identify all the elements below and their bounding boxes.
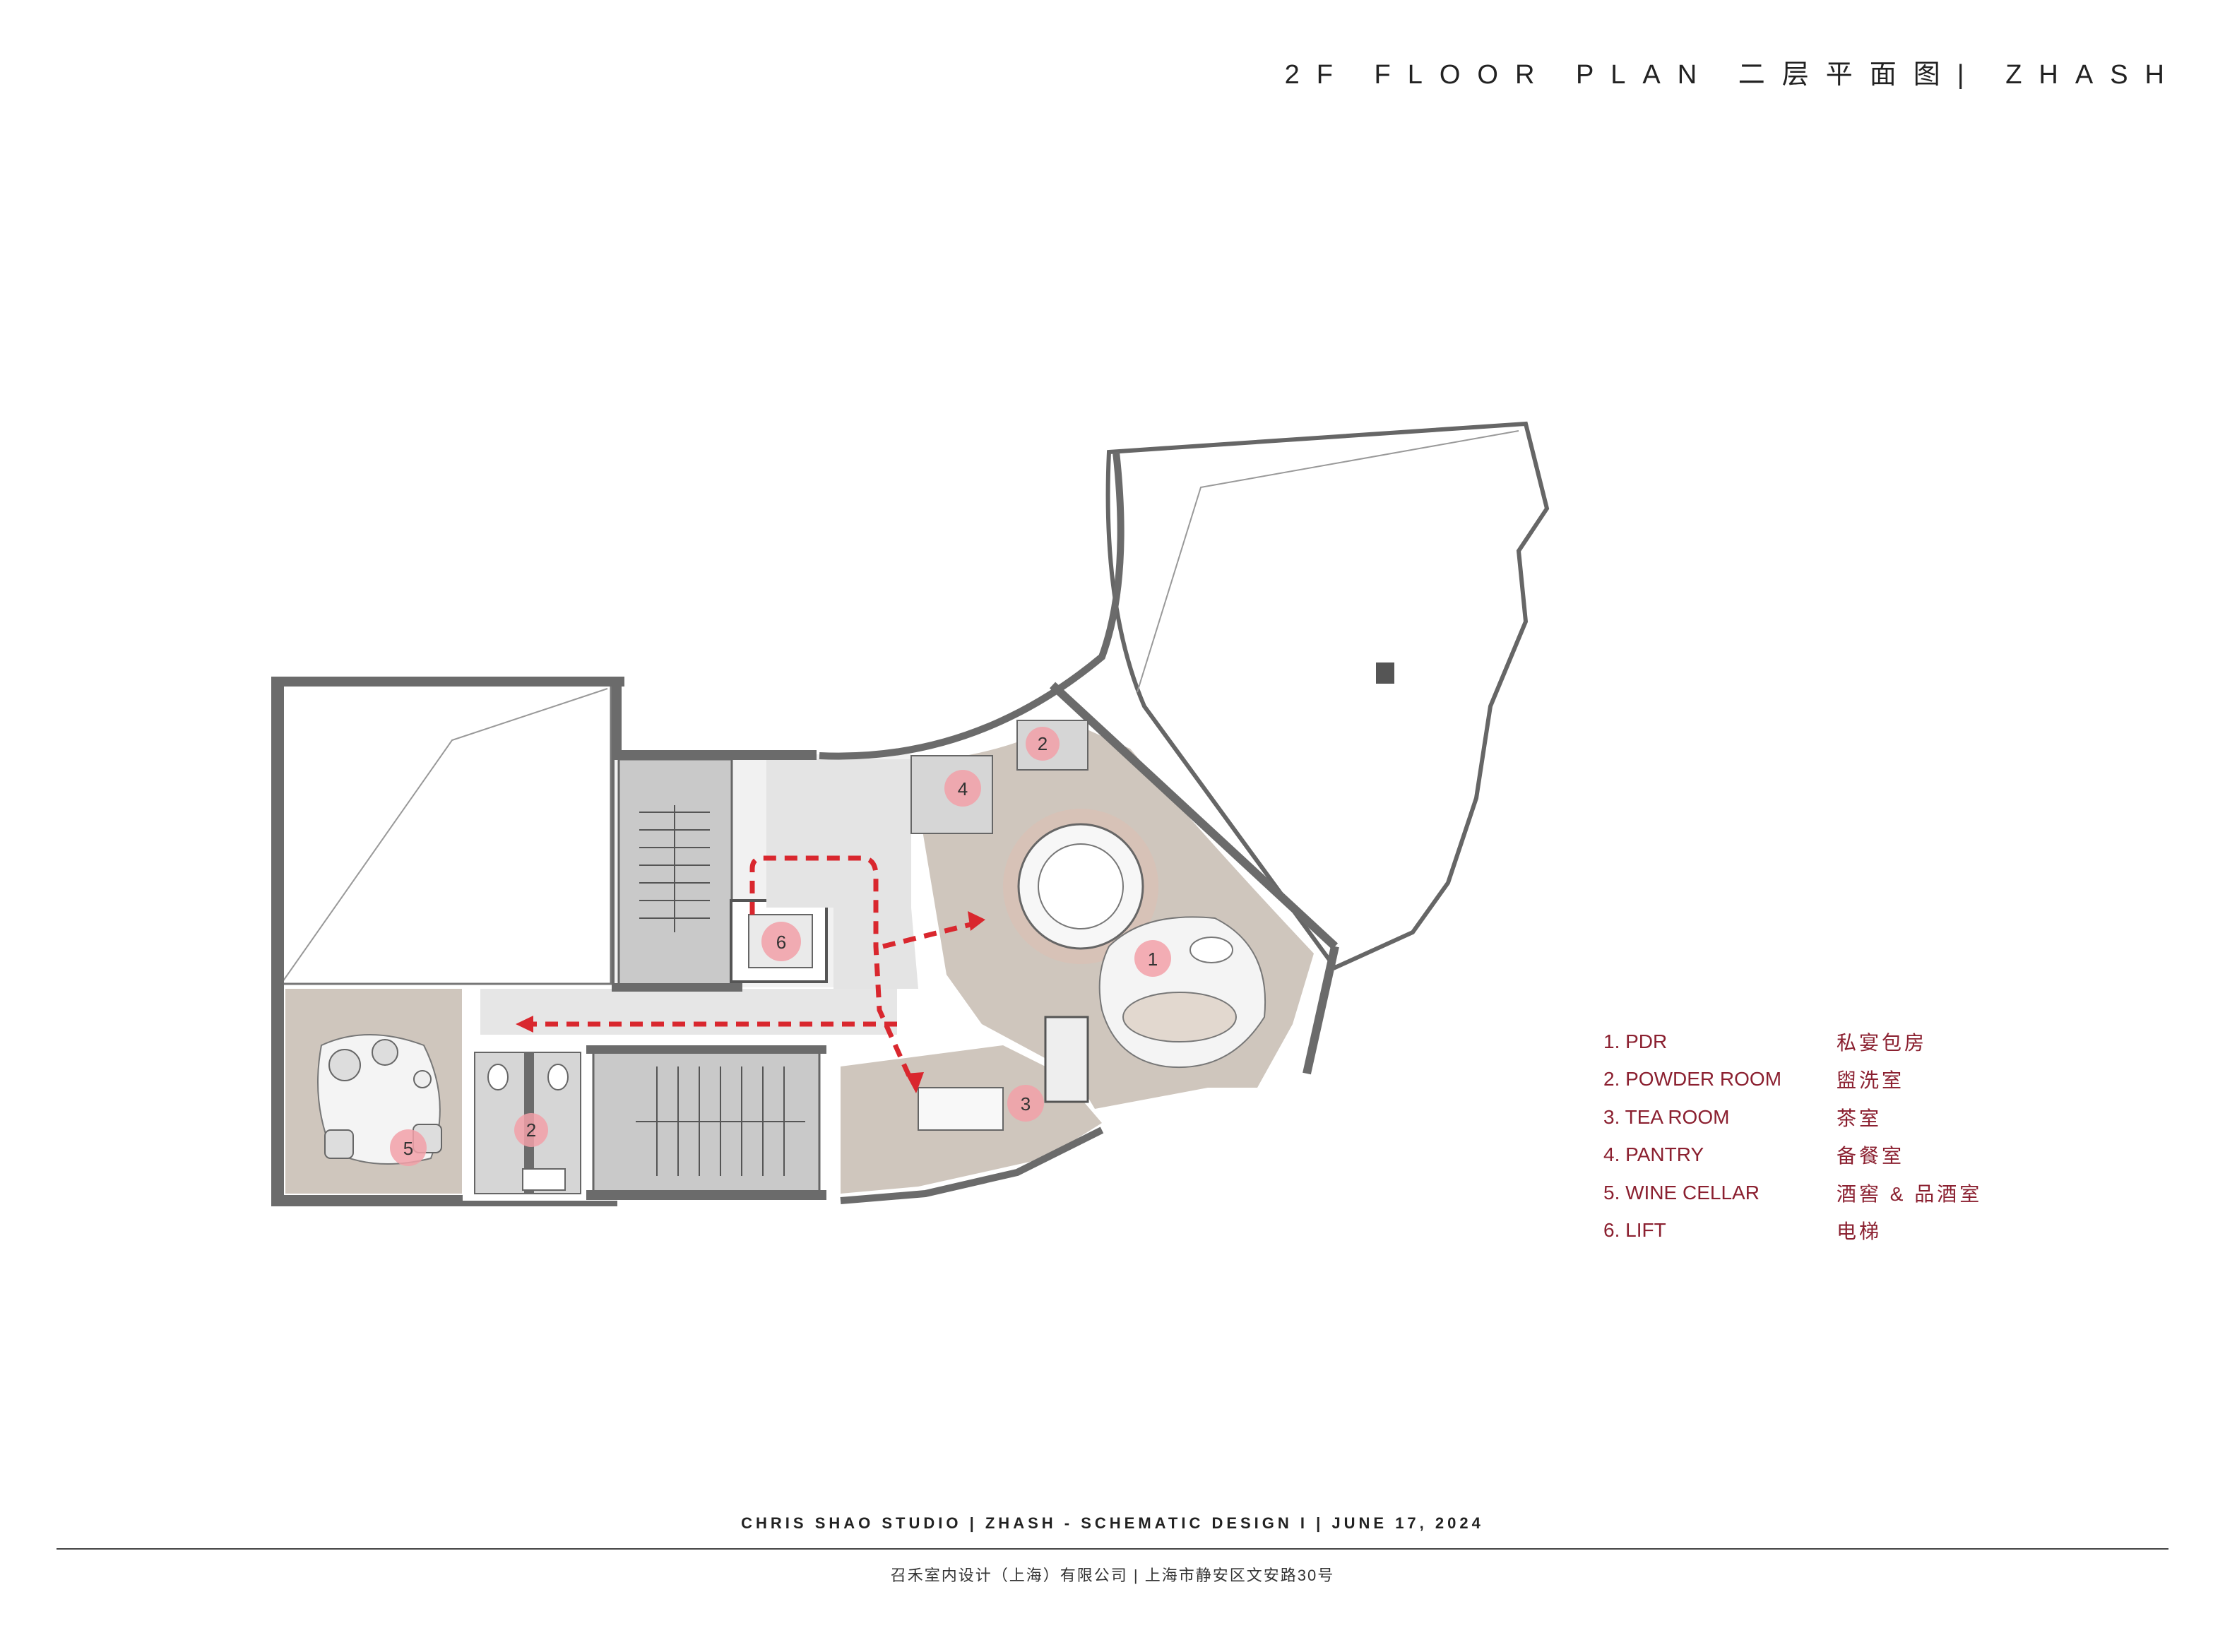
footer-address: 召禾室内设计（上海）有限公司 | 上海市静安区文安路30号 xyxy=(0,1563,2225,1586)
marker-label: 6 xyxy=(776,932,786,953)
side-table xyxy=(413,1070,432,1088)
legend-row: 1. PDR 私宴包房 xyxy=(1603,1023,1982,1061)
legend-en: 6. LIFT xyxy=(1603,1219,1666,1242)
footer-credits-text: CHRIS SHAO STUDIO | ZHASH - SCHEMATIC DE… xyxy=(741,1514,1484,1532)
legend-en: 5. WINE CELLAR xyxy=(1603,1181,1760,1204)
stair-north-treads xyxy=(639,805,710,932)
left-wing xyxy=(271,677,897,1206)
legend-row: 4. PANTRY 备餐室 xyxy=(1603,1136,1982,1175)
arrow-head-tea xyxy=(906,1072,924,1093)
toilet xyxy=(522,1168,566,1191)
tea-table xyxy=(918,1087,1004,1131)
lounge-table xyxy=(1189,937,1233,963)
marker-label: 1 xyxy=(1148,949,1158,970)
legend-en: 2. POWDER ROOM xyxy=(1603,1068,1782,1091)
legend-cn: 茶室 xyxy=(1837,1107,1882,1129)
stair-south-treads xyxy=(636,1066,805,1176)
circulation-route xyxy=(530,855,983,1082)
page-title: 2F FLOOR PLAN 二层平面图| ZHASH xyxy=(1284,60,2181,90)
legend-en: 1. PDR xyxy=(1603,1030,1668,1052)
east-wing xyxy=(819,421,1550,1204)
legend-en: 3. TEA ROOM xyxy=(1603,1105,1730,1128)
marker-2: 2 xyxy=(1026,727,1060,761)
marker-3: 3 xyxy=(1007,1085,1044,1122)
lobby-stone xyxy=(766,759,911,908)
legend: 1. PDR 私宴包房 2. POWDER ROOM 盥洗室 3. TEA RO… xyxy=(1603,1023,1982,1249)
legend-en: 4. PANTRY xyxy=(1603,1143,1704,1166)
wall-core-bottom xyxy=(586,1190,826,1200)
void-diagonal-left xyxy=(282,688,608,982)
marker-label: 2 xyxy=(1038,733,1048,754)
marker-4: 4 xyxy=(944,770,981,807)
void-east xyxy=(1105,421,1550,970)
legend-cn: 备餐室 xyxy=(1837,1145,1905,1167)
wall-curve xyxy=(819,451,1125,760)
legend-cn: 电梯 xyxy=(1837,1220,1882,1243)
route-to-pdr xyxy=(882,919,983,949)
corridor-stone xyxy=(480,989,897,1035)
arrow-head-cellar xyxy=(516,1016,533,1033)
wall-tea-south xyxy=(840,1127,1104,1204)
basin xyxy=(487,1064,509,1091)
armchair xyxy=(372,1039,398,1066)
legend-row: 3. TEA ROOM 茶室 xyxy=(1603,1098,1982,1136)
wall-core-mid xyxy=(612,983,742,992)
arrow-head-pdr xyxy=(968,911,985,931)
footer-credits: CHRIS SHAO STUDIO | ZHASH - SCHEMATIC DE… xyxy=(0,1514,2225,1533)
wall-left-outer xyxy=(271,677,284,1206)
legend-cn: 酒窖 & 品酒室 xyxy=(1837,1182,1983,1205)
wall-core-south xyxy=(586,1045,826,1054)
legend-row: 6. LIFT 电梯 xyxy=(1603,1212,1982,1250)
marker-5: 5 xyxy=(390,1129,427,1166)
basin xyxy=(547,1064,569,1091)
legend-cn: 盥洗室 xyxy=(1837,1069,1905,1092)
armchair xyxy=(324,1129,354,1159)
wall-pdr-east xyxy=(1303,945,1339,1075)
marker-2b: 2 xyxy=(514,1113,548,1147)
marker-6: 6 xyxy=(761,922,801,961)
armchair xyxy=(328,1049,361,1081)
void-left xyxy=(281,682,612,985)
wall-pdr-diagonal xyxy=(1049,682,1339,950)
marker-label: 5 xyxy=(403,1138,413,1159)
legend-row: 5. WINE CELLAR 酒窖 & 品酒室 xyxy=(1603,1174,1982,1212)
marker-label: 3 xyxy=(1021,1093,1031,1115)
route-main xyxy=(749,855,914,1082)
footer-divider xyxy=(57,1548,2168,1550)
void-diagonal-east xyxy=(1137,430,1519,693)
column xyxy=(1376,662,1394,684)
wall-top-left xyxy=(271,677,624,687)
footer-address-text: 召禾室内设计（上海）有限公司 | 上海市静安区文安路30号 xyxy=(890,1567,1335,1584)
wall-core-top xyxy=(612,750,817,760)
dining-table xyxy=(1038,843,1124,929)
lounge-sofa xyxy=(1122,992,1237,1042)
marker-label: 4 xyxy=(958,778,968,800)
marker-1: 1 xyxy=(1134,940,1171,977)
tea-cabinet xyxy=(1044,1016,1089,1103)
marker-label: 2 xyxy=(526,1119,536,1141)
legend-row: 2. POWDER ROOM 盥洗室 xyxy=(1603,1061,1982,1099)
legend-cn: 私宴包房 xyxy=(1837,1031,1928,1054)
